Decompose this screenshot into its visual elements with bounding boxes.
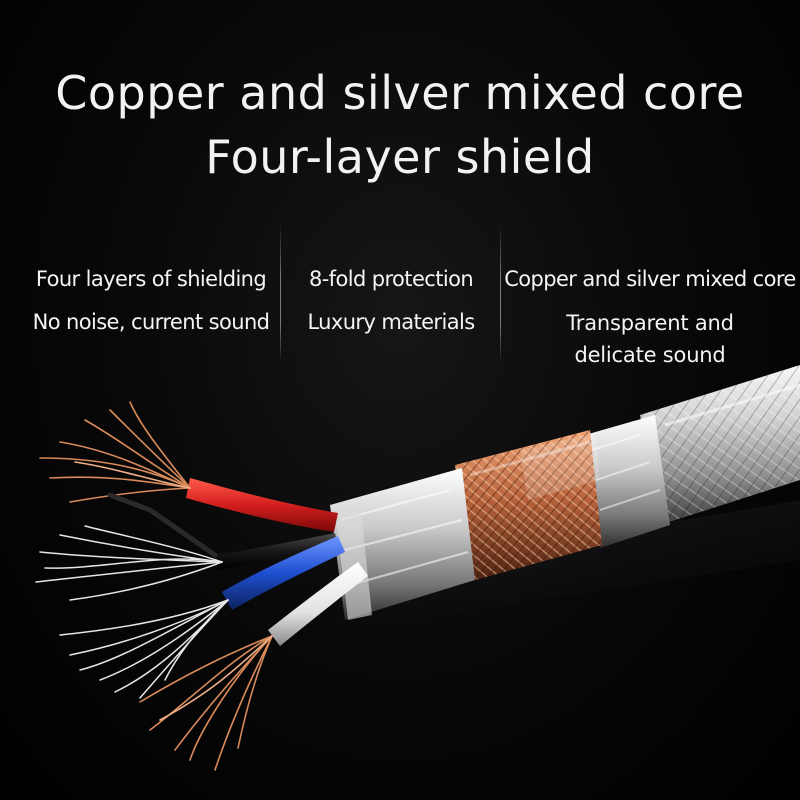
black-wire [107,492,338,570]
headline-line-2: Four-layer shield [205,130,595,184]
copper-strands-top [39,401,191,503]
feature-subtitle: Luxury materials [307,310,475,334]
copper-braided-shield [455,430,602,582]
feature-subtitle: No noise, current sound [32,310,270,334]
feature-title: Four layers of shielding [35,267,267,291]
red-wire [186,478,338,532]
silver-strands-lower [59,599,229,699]
cable-photo [35,365,800,771]
outer-braided-jacket [640,365,800,525]
feature-title: 8-fold protection [308,267,474,291]
white-wire [268,562,368,646]
highlight [469,440,591,477]
column-divider [280,224,281,364]
column-divider [500,224,501,364]
feature-column-shielding: Four layers of shielding No noise, curre… [20,258,282,344]
feature-subtitle: Transparent and delicate sound [566,311,734,367]
copper-strands-bottom [139,635,273,771]
feature-column-protection: 8-fold protection Luxury materials [286,258,496,344]
foil-shield-layer [585,415,670,548]
feature-title: Copper and silver mixed core [504,267,796,291]
highlight [664,383,800,427]
headline-line-1: Copper and silver mixed core [55,66,745,120]
inner-foil-wrap [330,468,475,620]
silver-strands-middle [35,525,223,601]
cable-reflection [330,500,800,630]
feature-column-core: Copper and silver mixed core Transparent… [500,258,800,371]
blue-wire [222,536,345,610]
